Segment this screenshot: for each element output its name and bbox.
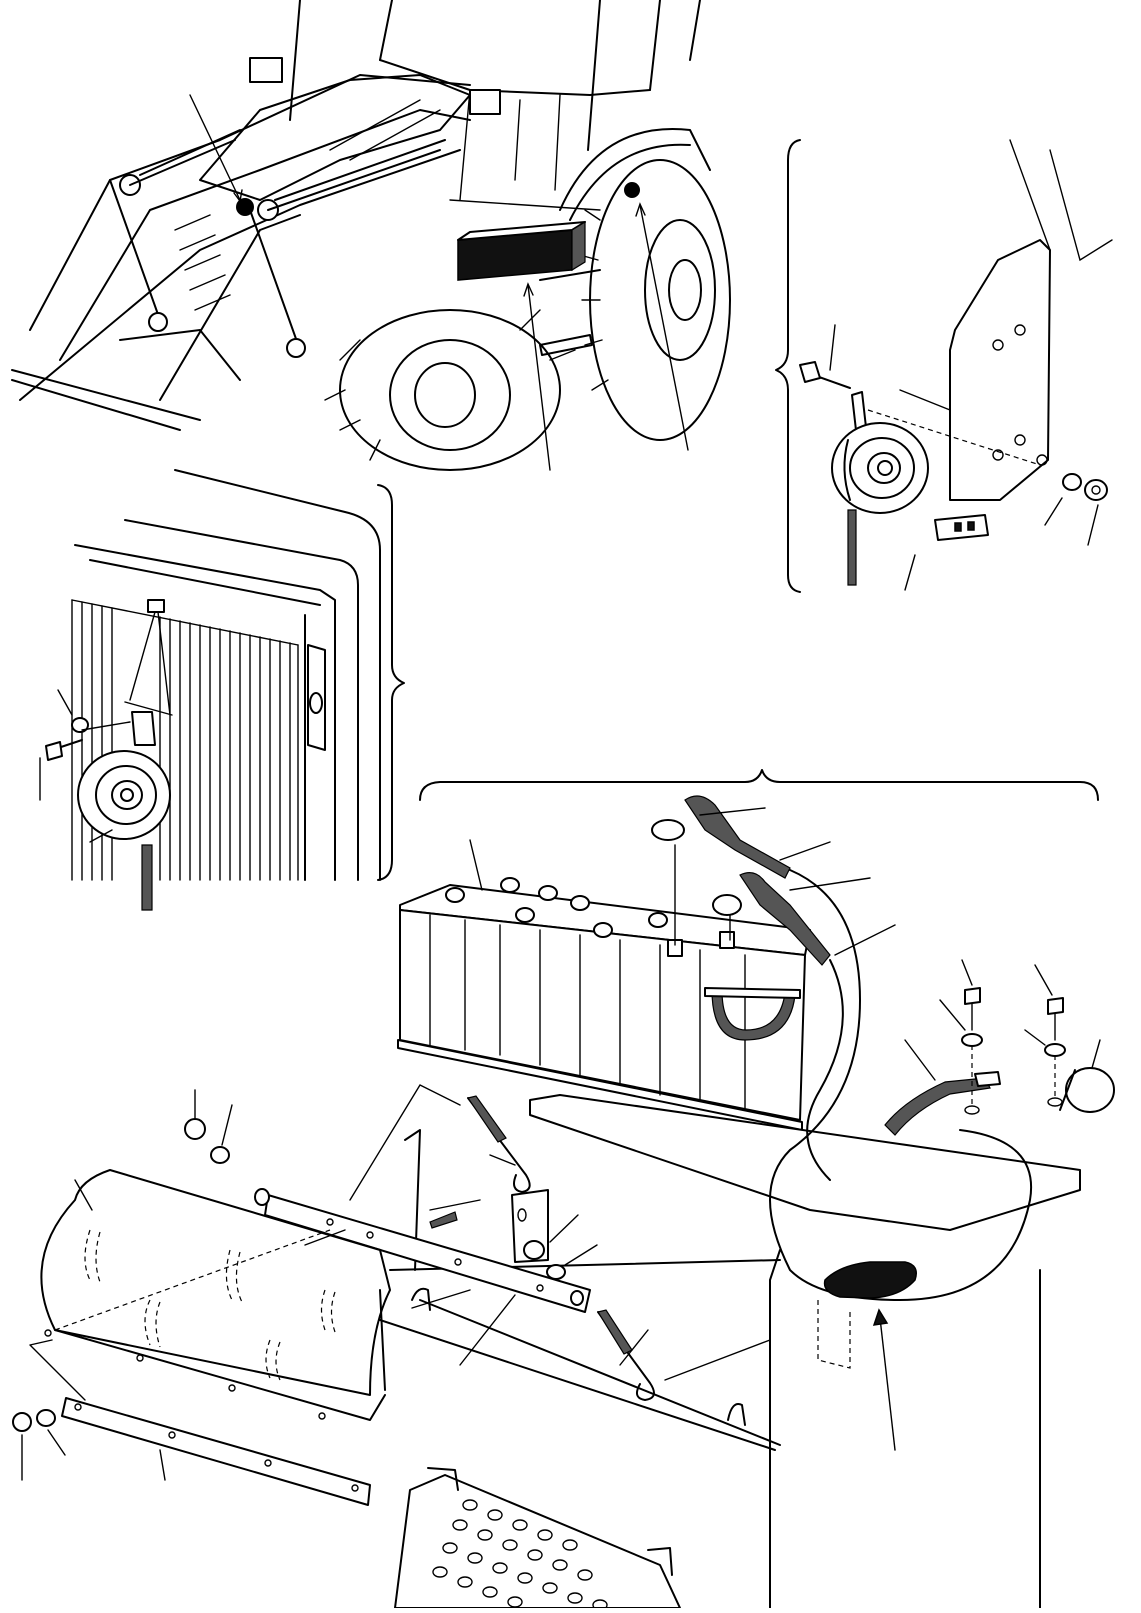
front-horn-location-dot (236, 198, 254, 216)
front-horn-detail (39, 469, 405, 911)
rear-horn-location-dot (624, 182, 640, 198)
rear-horn-detail (775, 139, 1113, 593)
battery-assembly-illustration (12, 769, 1115, 1611)
machine-overview-illustration (11, 0, 731, 471)
